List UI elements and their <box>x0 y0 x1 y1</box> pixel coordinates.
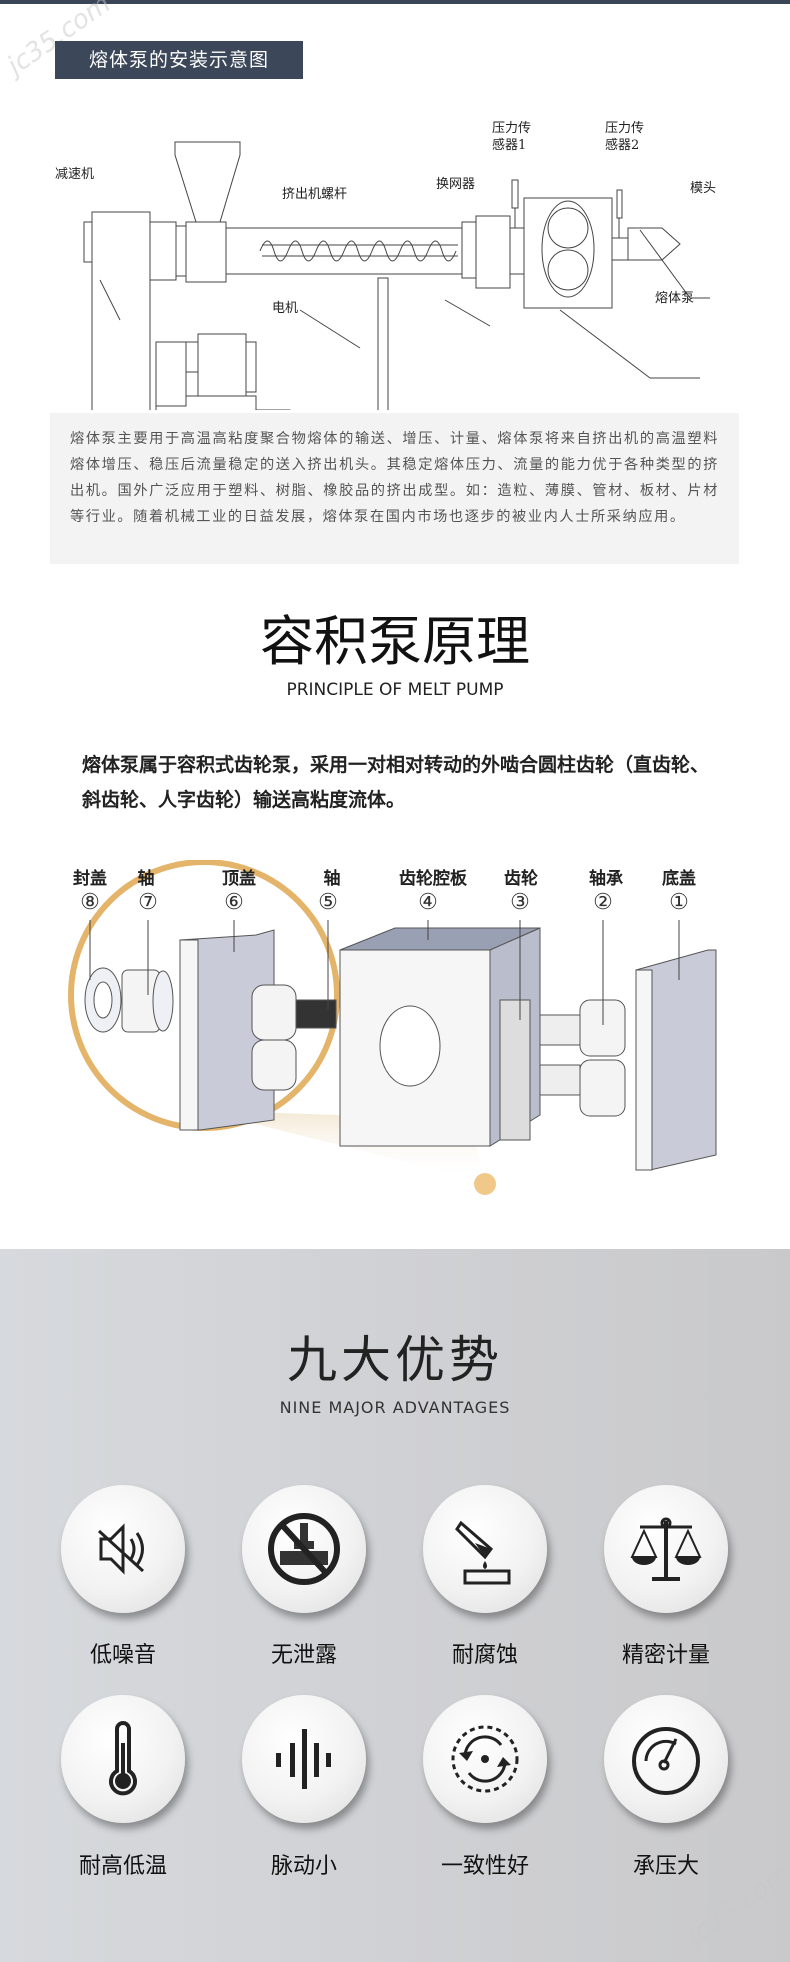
part-label: 轴 <box>137 869 155 889</box>
advantage-label: 无泄露 <box>270 1643 337 1668</box>
label-screw: 挤出机螺杆 <box>282 187 348 202</box>
label-sensor2: 压力传感器2 <box>605 121 645 153</box>
advantages-title: 九大优势 <box>287 1331 503 1389</box>
principle-subtitle: PRINCIPLE OF MELT PUMP <box>286 680 504 700</box>
advantage-badge <box>61 1485 185 1613</box>
advantage-badge <box>604 1695 728 1823</box>
advantages-subtitle: NINE MAJOR ADVANTAGES <box>279 1398 511 1417</box>
part-label: 轴 <box>323 869 341 889</box>
intro-text: 熔体泵主要用于高温高粘度聚合物熔体的输送、增压、计量、熔体泵将来自挤出机的高温塑… <box>50 413 739 564</box>
principle-description: 熔体泵属于容积式齿轮泵，采用一对相对转动的外啮合圆柱齿轮（直齿轮、斜齿轮、人字齿… <box>82 754 710 811</box>
advantage-badge <box>61 1695 185 1823</box>
advantage-badge <box>242 1695 366 1823</box>
label-sensor1: 压力传感器1 <box>492 121 532 153</box>
advantage-label: 低噪音 <box>89 1643 156 1668</box>
advantage-badge <box>604 1485 728 1613</box>
part-label: 底盖 <box>662 869 696 889</box>
mute-speaker-icon <box>83 1509 163 1589</box>
part-number: ③ <box>510 890 530 915</box>
install-title: 熔体泵的安装示意图 <box>55 41 303 79</box>
part-label: 顶盖 <box>222 869 256 889</box>
part-number: ⑥ <box>224 890 244 915</box>
label-die: 模头 <box>690 181 717 196</box>
label-motor: 电机 <box>272 301 299 316</box>
thermometer-icon <box>83 1719 163 1799</box>
part-number: ② <box>593 890 613 915</box>
top-bar <box>0 0 790 4</box>
part-number: ⑦ <box>138 890 158 915</box>
advantage-badge <box>423 1695 547 1823</box>
part-label: 齿轮腔板 <box>399 869 467 889</box>
sync-icon <box>445 1719 525 1799</box>
part-label: 封盖 <box>73 869 107 889</box>
label-melt-pump: 熔体泵 <box>655 291 695 306</box>
pulse-icon <box>264 1719 344 1799</box>
scale-icon <box>626 1509 706 1589</box>
part-label: 轴承 <box>589 869 623 889</box>
part-number: ⑤ <box>318 890 338 915</box>
advantage-label: 脉动小 <box>270 1854 337 1879</box>
part-label: 齿轮 <box>504 869 538 889</box>
no-leak-icon <box>264 1509 344 1589</box>
label-reducer: 减速机 <box>55 167 95 182</box>
advantage-label: 一致性好 <box>440 1854 529 1879</box>
advantage-label: 耐高低温 <box>78 1854 167 1879</box>
advantage-label: 耐腐蚀 <box>451 1643 518 1668</box>
part-number: ⑧ <box>80 890 100 915</box>
part-number: ① <box>669 890 689 915</box>
corrosion-icon <box>445 1509 525 1589</box>
advantage-badge <box>423 1485 547 1613</box>
advantage-label: 精密计量 <box>621 1643 710 1668</box>
principle-title: 容积泵原理 <box>260 610 530 673</box>
label-screen-changer: 换网器 <box>436 177 476 192</box>
advantage-label: 承压大 <box>632 1854 699 1879</box>
part-number: ④ <box>418 890 438 915</box>
advantage-badge <box>242 1485 366 1613</box>
installation-diagram: 减速机 挤出机螺杆 换网器 压力传感器1 压力传感器2 模头 熔体泵 电机 <box>0 110 790 449</box>
gauge-icon <box>626 1719 706 1799</box>
